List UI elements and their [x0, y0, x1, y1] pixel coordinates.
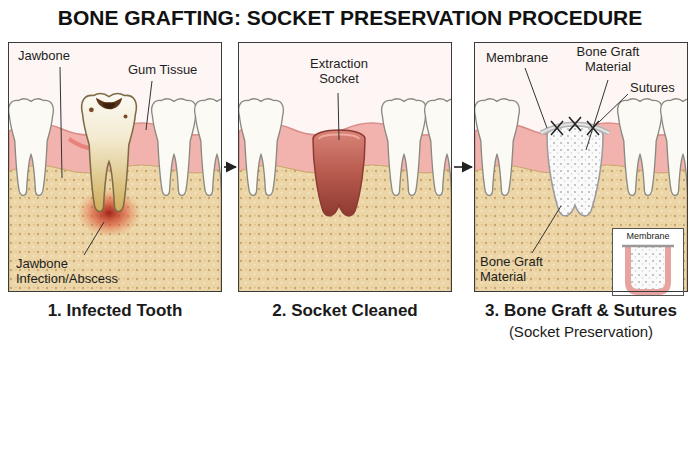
step-arrow [224, 166, 236, 168]
infected-tooth-scene-part-part [124, 114, 128, 118]
socket-scene-part [239, 99, 283, 196]
step-subcaption: (Socket Preservation) [463, 322, 699, 342]
socket-scene-part [382, 99, 427, 196]
part-label: Jawbone Infection/Abscess [16, 256, 136, 286]
infected-tooth-scene-part-part [96, 98, 122, 110]
leader-lines-part [146, 81, 152, 130]
infected-tooth-scene [9, 43, 221, 291]
leader-lines [60, 67, 628, 255]
infected-tooth-scene-part [77, 189, 141, 237]
inset-detail-part [612, 228, 684, 296]
leader-lines-part [525, 68, 547, 128]
leader-lines-part [599, 94, 628, 122]
part-label: Bone Graft Material [480, 254, 564, 284]
graft-scene-part [618, 99, 663, 196]
infected-tooth-scene-part [195, 99, 221, 196]
infected-tooth-scene-part [9, 99, 53, 196]
inset-label-row: Membrane [613, 231, 683, 242]
leader-lines-part [60, 67, 62, 178]
infected-tooth-scene-part [152, 99, 197, 196]
graft-scene-part [661, 99, 687, 196]
step-caption: 1. Infected Tooth [0, 300, 233, 322]
graft-scene-part [475, 99, 519, 196]
socket-scene-part [313, 130, 365, 216]
step-caption: 2. Socket Cleaned [227, 300, 463, 322]
graft-scene-part [547, 126, 603, 216]
step-caption-block: 2. Socket Cleaned [227, 300, 463, 322]
step-caption-block: 3. Bone Graft & Sutures(Socket Preservat… [463, 300, 699, 342]
socket-scene-part [425, 99, 451, 196]
inset-detail [612, 228, 684, 296]
graft-scene-part [541, 124, 609, 133]
inset-label: Membrane [626, 231, 669, 242]
part-label: Jawbone [18, 48, 88, 63]
part-label: Gum Tissue [128, 62, 210, 77]
infected-tooth-scene-part-part [89, 107, 94, 112]
step-arrow [454, 166, 472, 168]
infected-tooth-scene-part [82, 94, 137, 212]
inset-detail-part [628, 246, 668, 292]
infected-tooth-scene-part-part [102, 103, 115, 108]
graft-scene [475, 43, 687, 291]
leader-lines-part [338, 93, 339, 140]
leader-lines-part [586, 80, 608, 150]
socket-scene [239, 43, 451, 291]
part-label: Bone Graft Material [566, 44, 650, 74]
diagram-title: BONE GRAFTING: SOCKET PRESERVATION PROCE… [0, 6, 700, 30]
inset-box: Membrane [612, 228, 684, 296]
part-label: Membrane [486, 50, 558, 65]
graft-scene-part [541, 124, 609, 133]
leader-lines-part [84, 222, 104, 255]
inset-detail-part [631, 247, 665, 290]
part-label: Extraction Socket [298, 56, 380, 86]
step-caption: 3. Bone Graft & Sutures [463, 300, 699, 322]
leader-lines-part [532, 206, 561, 253]
inset-detail-part [622, 245, 674, 248]
step-caption-block: 1. Infected Tooth [0, 300, 233, 322]
step-panel: 1. Infected Tooth [8, 42, 222, 292]
infected-tooth-scene-part-part [82, 94, 137, 212]
part-label: Sutures [630, 80, 686, 95]
